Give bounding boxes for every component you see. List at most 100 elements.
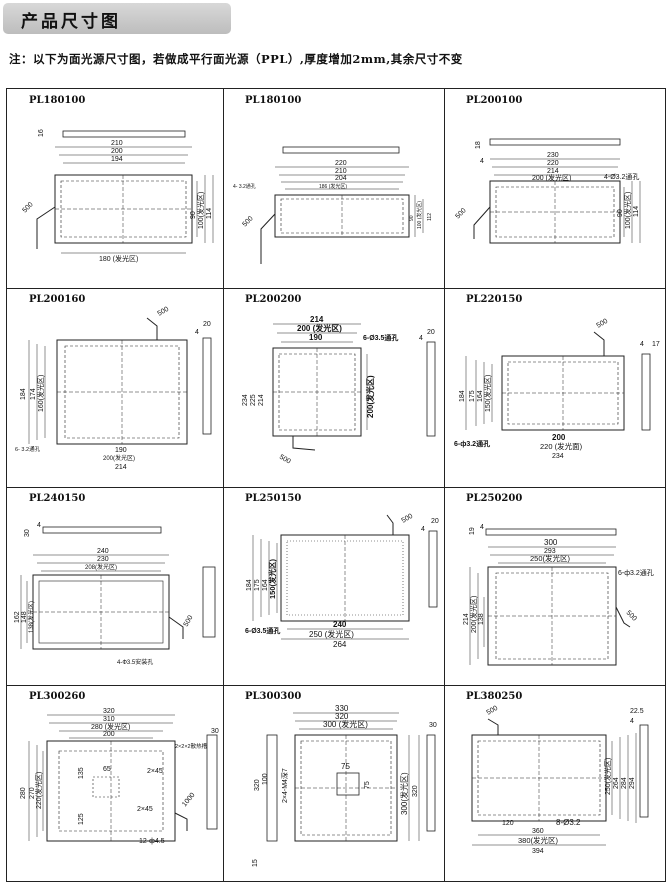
model-label: PL300260: [29, 691, 86, 702]
svg-text:30: 30: [211, 728, 219, 735]
technical-drawing: 320 310 280 (发光区) 200 2×2×2散热槽 30 280 27…: [20, 708, 219, 845]
svg-text:184: 184: [20, 388, 27, 400]
drawing-cell-8: PL250150 500 20 4 184 175 164 150(发光区) 2…: [223, 487, 444, 685]
grid-divider: [223, 89, 224, 881]
model-label: PL200200: [245, 294, 302, 305]
svg-text:18: 18: [475, 141, 482, 149]
svg-text:164: 164: [477, 390, 484, 402]
svg-text:320: 320: [335, 712, 349, 721]
svg-text:293: 293: [544, 548, 556, 555]
svg-text:250(发光区): 250(发光区): [530, 553, 571, 563]
grid-divider: [444, 89, 445, 881]
svg-text:320: 320: [254, 779, 261, 791]
svg-text:100(发光区): 100(发光区): [196, 192, 205, 229]
svg-text:394: 394: [532, 848, 544, 855]
svg-text:6-Ø3.5通孔: 6-Ø3.5通孔: [245, 626, 280, 635]
svg-text:4: 4: [37, 522, 41, 529]
svg-text:8-Ø3.2: 8-Ø3.2: [556, 818, 581, 827]
svg-text:200 (发光区): 200 (发光区): [297, 323, 342, 333]
svg-text:500: 500: [157, 306, 171, 318]
drawing-cell-2: PL180100 220 210 204 4- 3.2通孔 186 (发光区) …: [223, 89, 444, 288]
svg-text:204: 204: [335, 175, 347, 182]
svg-text:200(发光区): 200(发光区): [103, 454, 135, 462]
svg-text:184: 184: [246, 579, 253, 591]
svg-text:6-ф3.2通孔: 6-ф3.2通孔: [618, 568, 654, 577]
svg-text:2×45: 2×45: [137, 806, 153, 813]
technical-drawing: 500 20 4 184 174 160(发光区) 6- 3.2通孔 190 2…: [15, 306, 212, 471]
svg-text:280: 280: [20, 787, 27, 799]
svg-text:6-ф3.2通孔: 6-ф3.2通孔: [454, 439, 490, 448]
svg-text:75: 75: [341, 762, 350, 771]
model-label: PL200100: [466, 95, 523, 106]
svg-text:234: 234: [552, 453, 564, 460]
svg-text:210: 210: [335, 168, 347, 175]
svg-text:214: 214: [547, 168, 559, 175]
svg-text:174: 174: [30, 388, 37, 400]
drawing-cell-1: PL180100 16 210 200 194 500 90 100(发光区) …: [7, 89, 223, 288]
svg-text:220: 220: [335, 160, 347, 167]
model-label: PL250150: [245, 493, 302, 504]
svg-text:320: 320: [412, 785, 419, 797]
svg-text:2×45: 2×45: [147, 768, 163, 775]
svg-text:500: 500: [596, 318, 610, 330]
svg-text:380(发光区): 380(发光区): [518, 835, 559, 845]
svg-text:138: 138: [478, 613, 485, 625]
svg-text:300: 300: [544, 538, 558, 547]
technical-drawing: 500 20 4 184 175 164 150(发光区) 240 6-Ø3.5…: [245, 513, 439, 649]
svg-text:330: 330: [335, 704, 349, 713]
svg-text:4- 3.2通孔: 4- 3.2通孔: [233, 183, 256, 190]
svg-text:500: 500: [278, 454, 292, 466]
svg-text:17: 17: [652, 341, 660, 348]
svg-text:175: 175: [469, 390, 476, 402]
svg-text:100 (发光区): 100 (发光区): [416, 201, 423, 229]
model-label: PL180100: [245, 95, 302, 106]
svg-text:500: 500: [241, 215, 254, 228]
svg-text:114: 114: [206, 208, 213, 219]
svg-text:16: 16: [38, 129, 45, 137]
svg-text:190: 190: [309, 333, 323, 342]
model-label: PL240150: [29, 493, 86, 504]
svg-text:214: 214: [115, 464, 127, 471]
note-text: 注：以下为面光源尺寸图，若做成平行面光源（PPL）,厚度增加2mm,其余尺寸不变: [9, 52, 463, 66]
drawing-cell-3: PL200100 18 4 230 220 214 200 (发光区) 4-Ø3…: [444, 89, 665, 288]
svg-text:175: 175: [254, 579, 261, 591]
svg-text:194: 194: [111, 156, 123, 163]
technical-drawing: 30 4 240 230 208(发光区) 162 148 138(发光区) 5…: [14, 522, 216, 666]
drawing-cell-10: PL300260 320 310 280 (发光区) 200 2×2×2散热槽 …: [7, 685, 223, 881]
svg-text:12-ф4.5: 12-ф4.5: [139, 838, 165, 845]
svg-text:1000: 1000: [181, 792, 196, 809]
svg-text:500: 500: [454, 207, 467, 220]
svg-text:120: 120: [502, 820, 514, 827]
svg-text:214: 214: [258, 394, 265, 406]
svg-text:300 (发光区): 300 (发光区): [323, 719, 368, 729]
svg-text:20: 20: [203, 321, 211, 328]
svg-text:164: 164: [262, 579, 269, 591]
svg-text:100: 100: [262, 773, 269, 785]
svg-text:6- 3.2通孔: 6- 3.2通孔: [15, 445, 41, 453]
dimension-drawing-grid: PL180100 16 210 200 194 500 90 100(发光区) …: [6, 88, 666, 882]
svg-text:208(发光区): 208(发光区): [85, 563, 117, 571]
svg-text:90: 90: [409, 215, 415, 221]
model-label: PL180100: [29, 95, 86, 106]
svg-text:4: 4: [630, 718, 634, 725]
svg-text:112: 112: [427, 213, 433, 221]
svg-text:114: 114: [633, 206, 640, 217]
grid-divider: [7, 288, 665, 289]
svg-text:500: 500: [486, 705, 500, 717]
grid-divider: [7, 487, 665, 488]
svg-text:234: 234: [242, 394, 249, 406]
svg-text:186 (发光区): 186 (发光区): [319, 183, 347, 190]
svg-text:294: 294: [629, 777, 636, 789]
technical-drawing: 18 4 230 220 214 200 (发光区) 4-Ø3.2通孔 500 …: [454, 138, 641, 244]
svg-text:15: 15: [252, 859, 259, 867]
drawing-cell-6: PL220150 500 4 17 184 175 164 150(发光区) 6…: [444, 288, 665, 487]
model-label: PL220150: [466, 294, 523, 305]
drawing-cell-4: PL200160 500 20 4 184 174 160(发光区) 6- 3.…: [7, 288, 223, 487]
model-label: PL300300: [245, 691, 302, 702]
page-title: 产品尺寸图: [21, 12, 121, 32]
svg-text:210: 210: [111, 140, 123, 147]
svg-text:214: 214: [463, 613, 470, 625]
svg-text:4-Ø3.2通孔: 4-Ø3.2通孔: [604, 172, 639, 181]
svg-text:4: 4: [640, 341, 644, 348]
svg-text:270: 270: [29, 787, 36, 799]
